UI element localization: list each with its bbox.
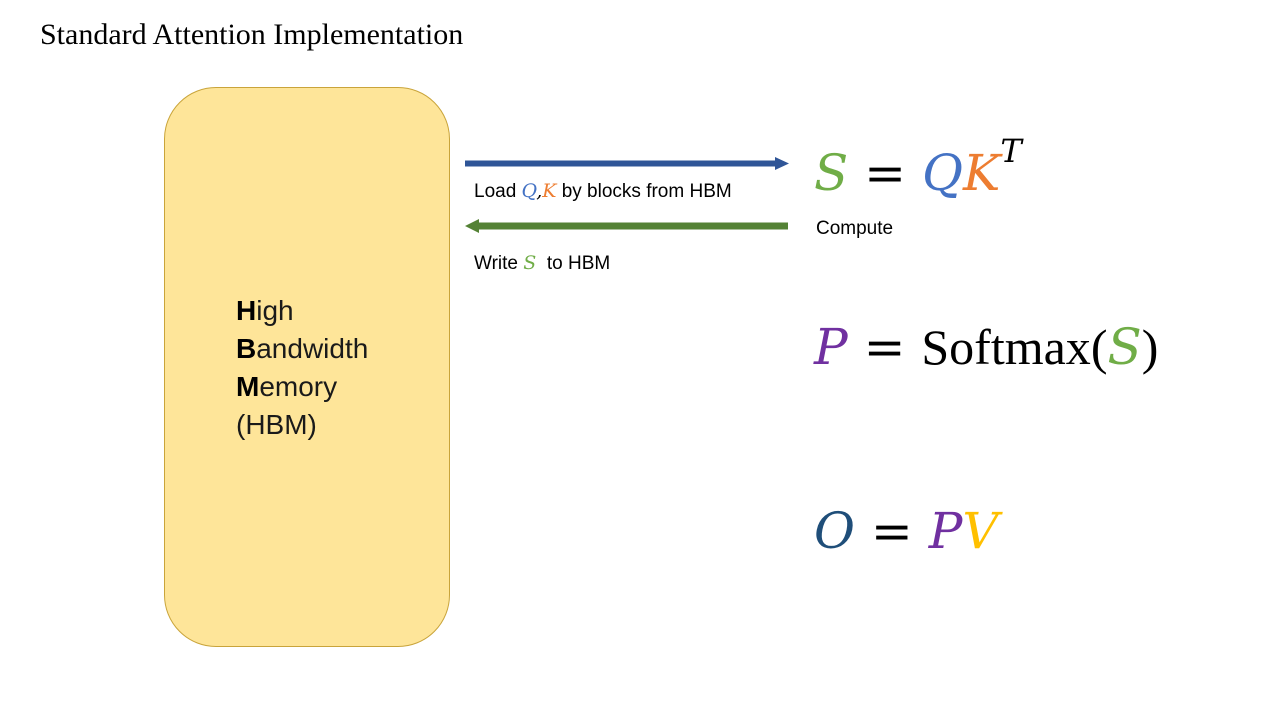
page-title: Standard Attention Implementation bbox=[40, 18, 464, 51]
hbm-label: High Bandwidth Memory (HBM) bbox=[236, 292, 368, 444]
load-annotation: Load Q,K by blocks from HBM bbox=[474, 180, 732, 202]
hbm-label-line-memory: Memory bbox=[236, 371, 338, 402]
compute-label: Compute bbox=[816, 218, 894, 239]
equation-output: O = PV bbox=[814, 502, 999, 560]
hbm-label-line-abbrev: (HBM) bbox=[236, 409, 317, 440]
write-annotation: Write S to HBM bbox=[474, 252, 611, 274]
equation-scores: S = QKT bbox=[814, 132, 1022, 202]
load-arrow bbox=[465, 157, 789, 170]
var-s: S bbox=[523, 252, 537, 274]
equation-softmax: P = Softmax(S) bbox=[814, 318, 1159, 376]
var-k: K bbox=[542, 180, 557, 202]
hbm-label-line-bandwidth: Bandwidth bbox=[236, 333, 369, 364]
var-q: Q bbox=[521, 180, 537, 202]
write-arrow bbox=[465, 219, 788, 233]
hbm-memory-block bbox=[164, 87, 450, 647]
hbm-label-line-high: High bbox=[236, 295, 294, 326]
